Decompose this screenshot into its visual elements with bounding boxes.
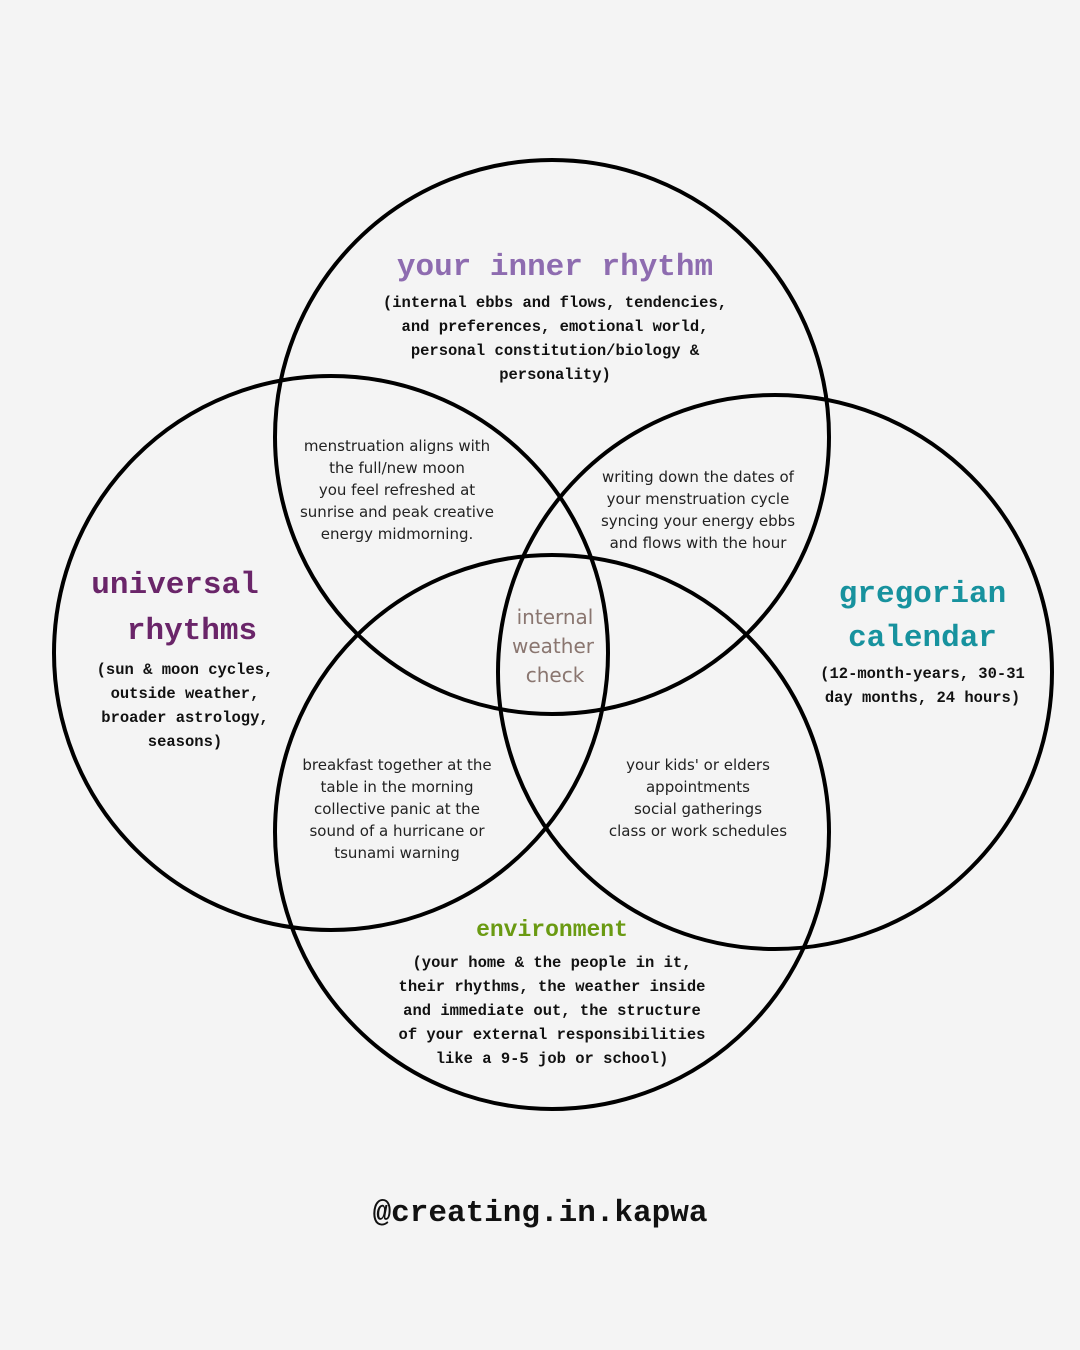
title-line: calendar	[848, 621, 997, 656]
overlap-line: the full/new moon	[329, 459, 465, 477]
overlap-line: menstruation aligns with	[303, 437, 491, 455]
desc-line: (sun & moon cycles,	[96, 661, 274, 679]
universal-rhythms-desc: (sun & moon cycles, outside weather, bro…	[70, 658, 300, 754]
desc-line: (12-month-years, 30-31	[820, 665, 1025, 683]
desc-line: like a 9-5 job or school)	[435, 1050, 669, 1068]
overlap-line: class or work schedules	[608, 822, 788, 840]
center-line: weather	[512, 634, 594, 658]
environment-desc: (your home & the people in it, their rhy…	[352, 951, 752, 1071]
overlap-line: sound of a hurricane or	[309, 822, 485, 840]
gregorian-calendar-title: gregorian calendar	[800, 573, 1045, 661]
circle-gregorian-calendar	[496, 393, 1054, 951]
overlap-universal-environment: breakfast together at the table in the m…	[282, 754, 512, 864]
overlap-line: your kids' or elders	[626, 756, 770, 774]
desc-line: and preferences, emotional world,	[401, 318, 709, 336]
title-line: universal	[91, 568, 259, 603]
overlap-line: syncing your energy ebbs	[600, 512, 796, 530]
circle-universal-rhythms	[52, 374, 610, 932]
overlap-line: social gatherings	[633, 800, 763, 818]
desc-line: (your home & the people in it,	[412, 954, 692, 972]
desc-line: and immediate out, the structure	[403, 1002, 701, 1020]
overlap-line: and flows with the hour	[609, 534, 787, 552]
desc-line: (internal ebbs and flows, tendencies,	[382, 294, 728, 312]
overlap-line: sunrise and peak creative	[299, 503, 495, 521]
desc-line: personal constitution/biology &	[410, 342, 700, 360]
desc-line: outside weather,	[110, 685, 260, 703]
overlap-line: writing down the dates of	[602, 468, 794, 486]
title-line: gregorian	[838, 577, 1007, 612]
title-line: rhythms	[126, 614, 258, 649]
desc-line: their rhythms, the weather inside	[398, 978, 706, 996]
overlap-line: table in the morning	[320, 778, 474, 796]
inner-rhythm-title: your inner rhythm	[330, 246, 780, 291]
center-line: internal	[516, 605, 594, 629]
circle-inner-rhythm	[273, 158, 831, 716]
footer-handle: @creating.in.kapwa	[372, 1196, 708, 1231]
overlap-gregorian-environment: your kids' or elders appointments social…	[588, 754, 808, 842]
inner-rhythm-title-text: your inner rhythm	[396, 250, 714, 285]
overlap-line: energy midmorning.	[320, 525, 474, 543]
overlap-line: breakfast together at the	[302, 756, 492, 774]
environment-title-text: environment	[476, 917, 628, 943]
desc-line: day months, 24 hours)	[824, 689, 1021, 707]
desc-line: broader astrology,	[101, 709, 269, 727]
overlap-inner-universal: menstruation aligns with the full/new mo…	[282, 435, 512, 545]
overlap-line: appointments	[645, 778, 750, 796]
overlap-line: you feel refreshed at	[318, 481, 476, 499]
overlap-inner-gregorian: writing down the dates of your menstruat…	[582, 466, 814, 554]
center-internal-weather-check: internal weather check	[493, 603, 613, 690]
desc-line: of your external responsibilities	[398, 1026, 706, 1044]
desc-line: personality)	[499, 366, 611, 384]
center-line: check	[525, 663, 585, 687]
universal-rhythms-title: universal rhythms	[70, 563, 300, 655]
gregorian-calendar-desc: (12-month-years, 30-31 day months, 24 ho…	[800, 662, 1045, 710]
environment-title: environment	[352, 916, 752, 946]
circle-environment	[273, 553, 831, 1111]
overlap-line: your menstruation cycle	[606, 490, 790, 508]
overlap-line: tsunami warning	[334, 844, 460, 862]
overlap-line: collective panic at the	[313, 800, 481, 818]
inner-rhythm-desc: (internal ebbs and flows, tendencies, an…	[330, 291, 780, 387]
desc-line: seasons)	[147, 733, 223, 751]
